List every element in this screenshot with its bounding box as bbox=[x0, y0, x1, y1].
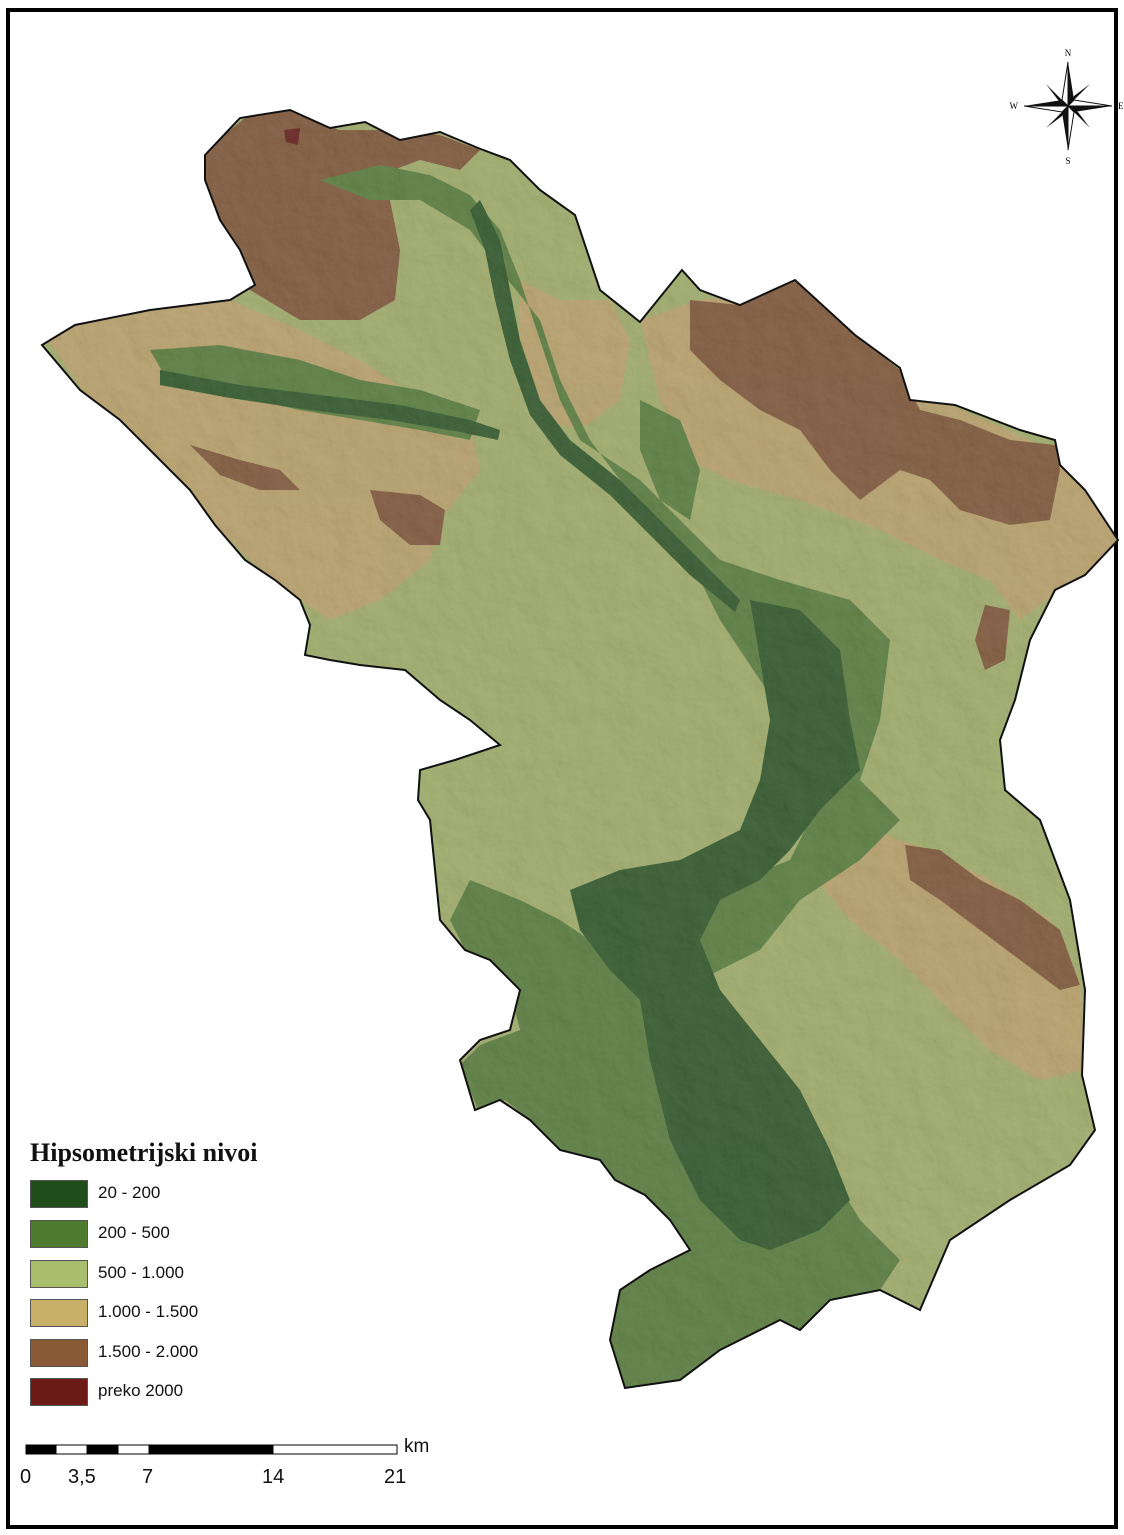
legend-label: 1.000 - 1.500 bbox=[98, 1302, 199, 1321]
compass-rose: N S E W bbox=[1010, 48, 1124, 166]
legend-title: Hipsometrijski nivoi bbox=[30, 1138, 258, 1167]
compass-west: W bbox=[1010, 101, 1019, 111]
scale-bar bbox=[25, 1444, 398, 1455]
scale-tick-label: 14 bbox=[262, 1466, 285, 1488]
legend-swatch bbox=[30, 1299, 88, 1327]
legend-label: 200 - 500 bbox=[98, 1223, 170, 1242]
scale-unit-label: km bbox=[404, 1436, 430, 1457]
legend-swatch bbox=[30, 1260, 88, 1288]
legend-label: 1.500 - 2.000 bbox=[98, 1342, 199, 1361]
legend-swatch bbox=[30, 1220, 88, 1248]
compass-north: N bbox=[1065, 48, 1072, 58]
legend-swatch bbox=[30, 1339, 88, 1367]
legend-label: preko 2000 bbox=[98, 1381, 184, 1400]
legend-swatch bbox=[30, 1378, 88, 1406]
compass-south: S bbox=[1065, 156, 1070, 166]
scale-tick-label: 0 bbox=[20, 1466, 32, 1488]
legend-label: 20 - 200 bbox=[98, 1183, 161, 1202]
legend-swatch bbox=[30, 1180, 88, 1208]
scale-tick-label: 3,5 bbox=[68, 1466, 96, 1488]
scale-tick-label: 7 bbox=[142, 1466, 154, 1488]
compass-east: E bbox=[1118, 101, 1124, 111]
legend-label: 500 - 1.000 bbox=[98, 1263, 185, 1282]
scale-tick-label: 21 bbox=[384, 1466, 407, 1488]
